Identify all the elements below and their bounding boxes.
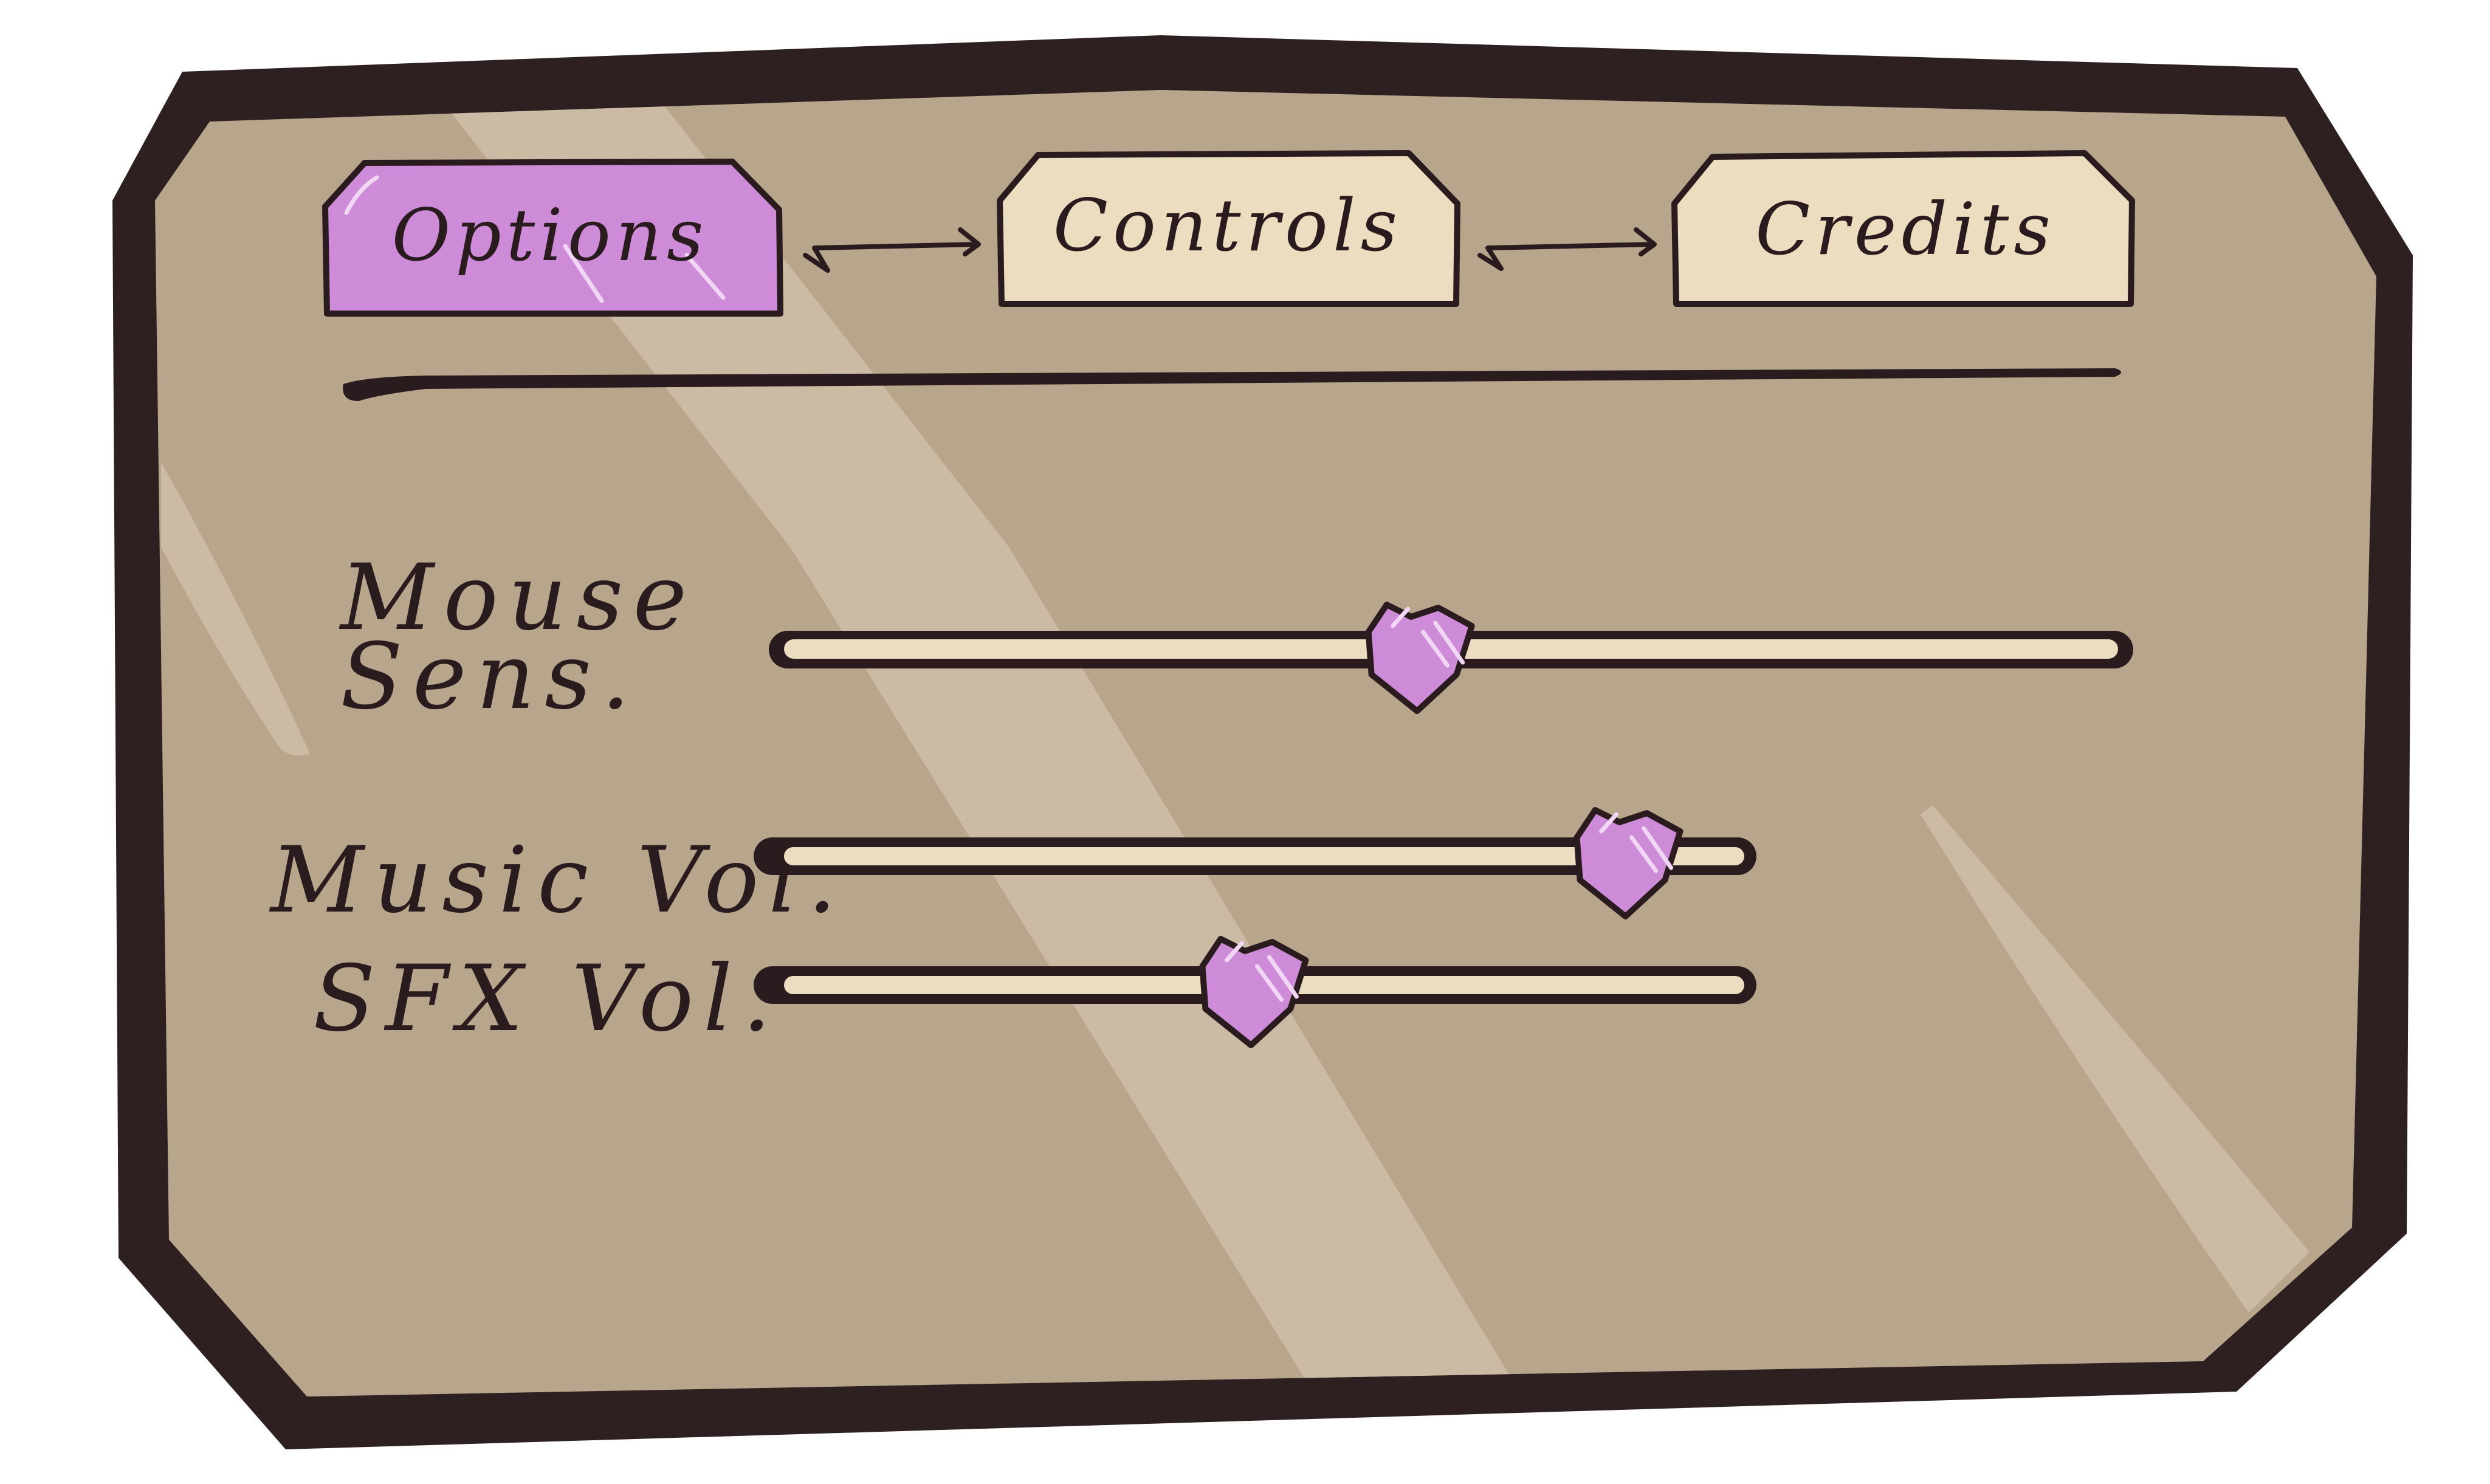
tab-credits[interactable]: Credits [1671, 150, 2135, 307]
heart-shape [1199, 936, 1309, 1048]
tab-connector-arrow-icon [803, 227, 981, 273]
heart-shine [1599, 812, 1674, 873]
mouse-sens-setting: Mouse Sens. [339, 545, 2133, 730]
heart-shine [1391, 606, 1465, 668]
tab-credits-label: Credits [1755, 187, 2055, 271]
sfx-vol-slider[interactable] [754, 936, 1756, 1048]
tab-controls[interactable]: Controls [997, 150, 1460, 307]
tab-options-label: Options [391, 193, 708, 277]
tab-connector-arrow-icon [1477, 227, 1657, 271]
music-vol-setting: Music Vol. [269, 807, 1756, 933]
slider-track [784, 847, 1744, 865]
tab-controls-label: Controls [1053, 184, 1403, 267]
heart-icon[interactable] [1573, 807, 1684, 919]
music-vol-slider[interactable] [754, 807, 1756, 919]
sfx-vol-setting: SFX Vol. [313, 936, 1756, 1052]
mouse-sens-label-line1: Mouse [339, 545, 696, 651]
heart-shape [1365, 602, 1475, 714]
tab-divider [343, 368, 2122, 401]
mouse-sens-label-line2: Sens. [340, 624, 640, 730]
heart-icon[interactable] [1199, 936, 1309, 1048]
heart-icon[interactable] [1365, 602, 1475, 714]
glass-glare [161, 103, 2309, 1392]
heart-shine [1224, 941, 1299, 1002]
sfx-vol-label: SFX Vol. [313, 946, 781, 1052]
tab-options[interactable]: Options [322, 159, 783, 317]
mouse-sens-slider[interactable] [769, 602, 2133, 714]
heart-shape [1573, 807, 1684, 919]
music-vol-label: Music Vol. [269, 828, 846, 933]
tab-bar: Options Controls Credits [322, 150, 2135, 317]
settings-panel [112, 35, 2413, 1449]
